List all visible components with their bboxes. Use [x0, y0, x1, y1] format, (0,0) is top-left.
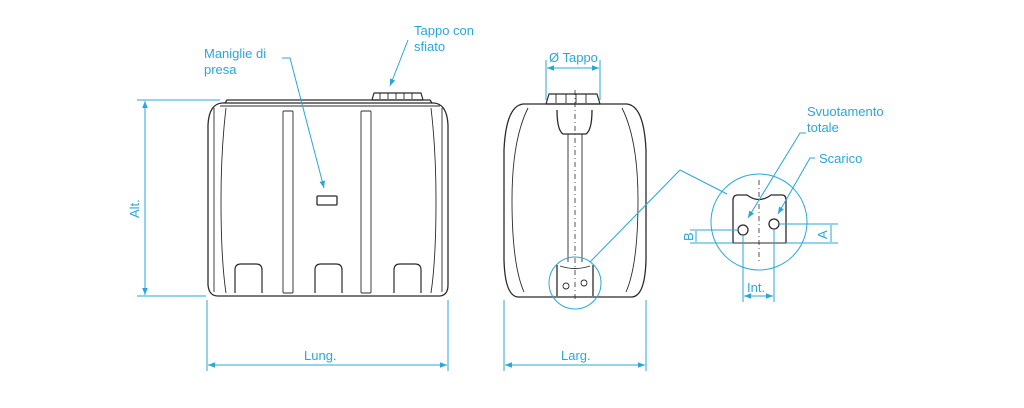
drain-hole-svuotamento [737, 224, 749, 236]
label-svuotamento-1: Svuotamento [807, 104, 884, 119]
label-scarico: Scarico [819, 151, 862, 166]
vent-cap-front [371, 92, 424, 101]
dim-a [779, 223, 838, 244]
label-tappo-sfiato-2: sfiato [414, 39, 445, 54]
label-maniglie-1: Maniglie di [204, 46, 266, 61]
dim-width [503, 300, 647, 371]
dim-height [137, 99, 220, 297]
label-lung: Lung. [304, 348, 337, 363]
vent-cap-side [545, 93, 601, 105]
label-larg: Larg. [561, 348, 591, 363]
leader-scarico [777, 157, 815, 215]
label-maniglie-2: presa [204, 62, 237, 77]
drain-hole-scarico [768, 218, 780, 230]
leader-handles [282, 57, 325, 189]
label-int: Int. [747, 280, 765, 295]
dim-length [206, 300, 449, 371]
label-diam-tappo: Ø Tappo [549, 50, 598, 65]
front-view [207, 92, 449, 297]
leader-vent-cap [389, 39, 409, 87]
label-a: A [815, 230, 830, 239]
dim-cap-diameter [545, 60, 601, 100]
label-svuotamento-2: totale [807, 120, 839, 135]
leader-svuotamento [747, 132, 806, 219]
grip-handle [316, 195, 338, 206]
dim-b [690, 229, 738, 244]
label-b: B [681, 232, 696, 241]
label-tappo-sfiato-1: Tappo con [414, 23, 474, 38]
label-alt: Alt. [127, 199, 142, 218]
dim-interaxis [742, 230, 775, 302]
detail-callout [548, 169, 728, 310]
side-view [503, 90, 647, 300]
